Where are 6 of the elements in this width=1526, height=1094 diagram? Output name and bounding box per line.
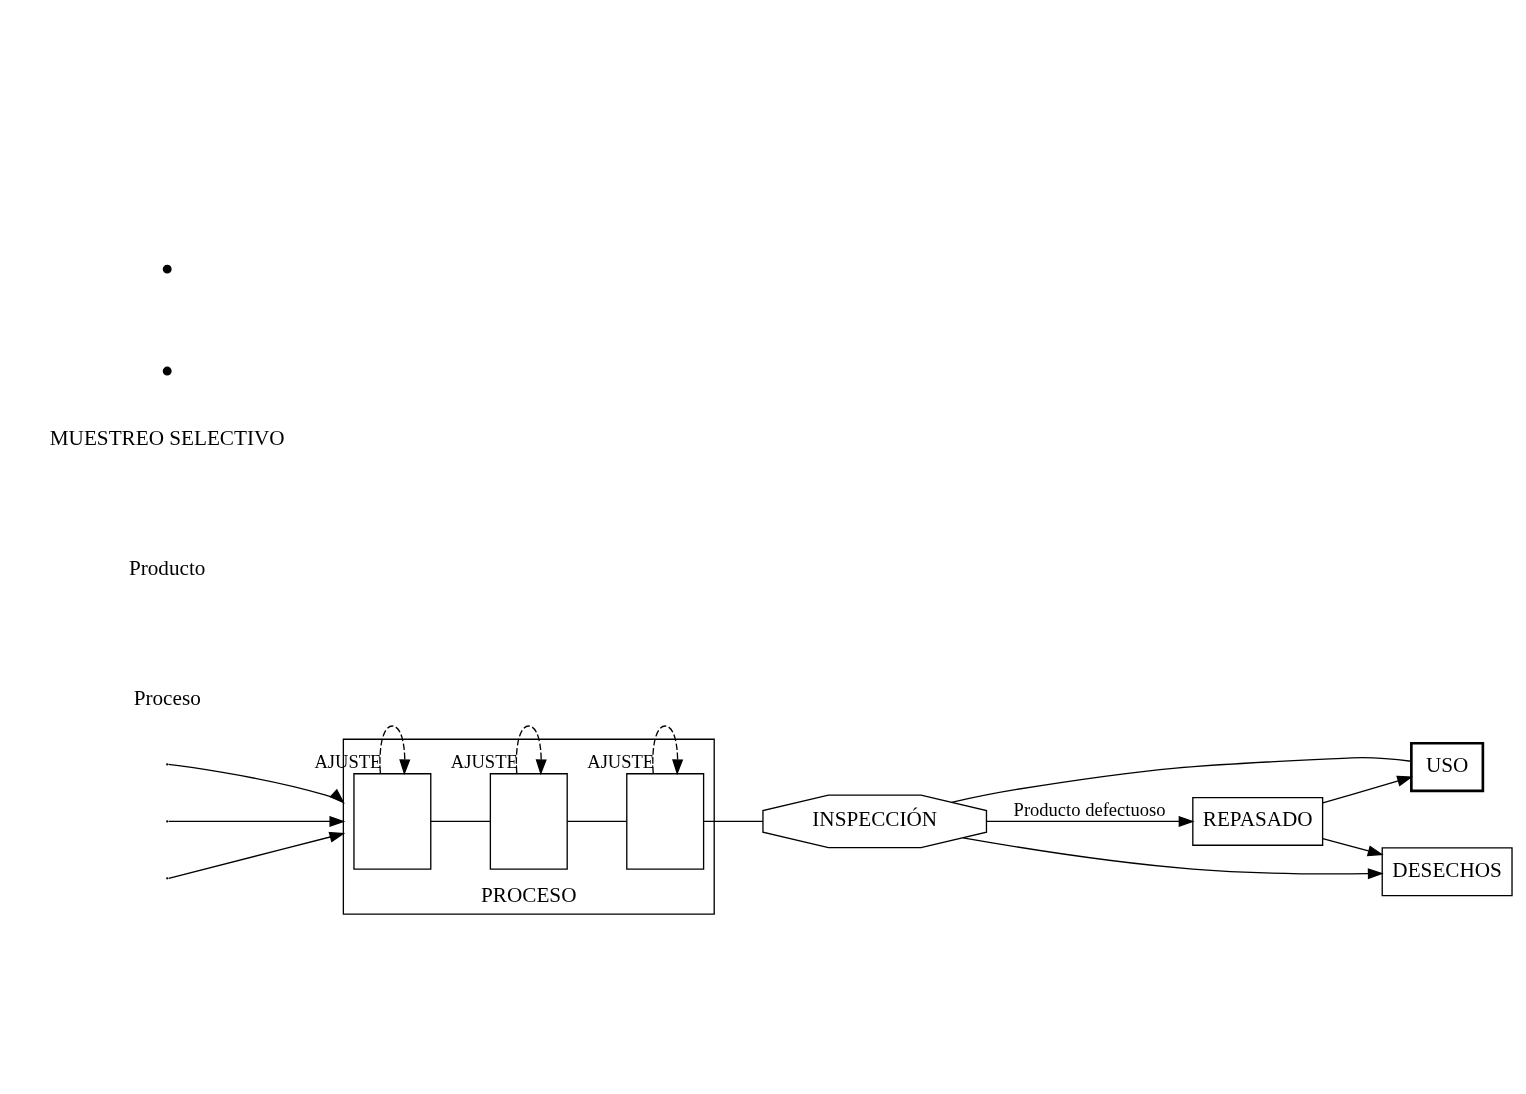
edge-label: Producto defectuoso [1013,799,1166,821]
label: Proceso [133,685,201,710]
edge-label: AJUSTE [450,750,518,772]
label: Producto [128,555,206,580]
edge-label: AJUSTE [587,750,655,772]
label: MUESTREO SELECTIVO [49,425,285,450]
